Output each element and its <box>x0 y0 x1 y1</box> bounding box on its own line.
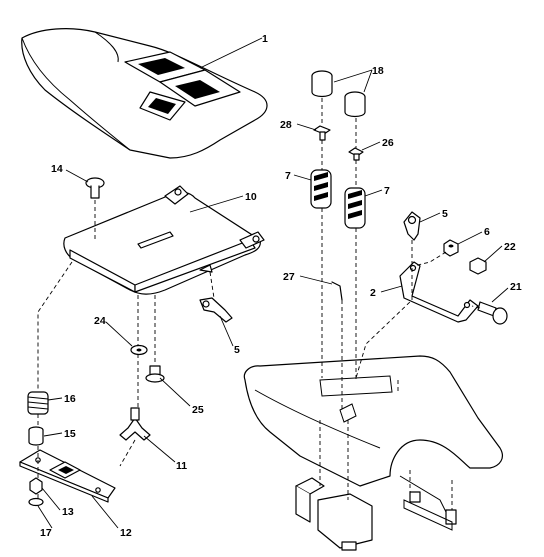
callout-27: 27 <box>283 271 295 283</box>
clip-upper <box>403 211 421 241</box>
retainer-right <box>348 147 364 161</box>
nut-upper <box>443 239 459 257</box>
callout-10: 10 <box>245 191 257 203</box>
callout-15: 15 <box>64 428 76 440</box>
callout-1: 1 <box>262 33 268 45</box>
spring-upper-right <box>344 187 366 229</box>
callout-17: 17 <box>40 527 52 539</box>
callout-11: 11 <box>176 460 187 472</box>
callout-14: 14 <box>51 163 63 175</box>
assembly-lines-left <box>37 200 215 500</box>
callout-21: 21 <box>510 281 522 293</box>
washer <box>130 344 148 356</box>
callout-7-left: 7 <box>285 170 291 182</box>
callout-18: 18 <box>372 65 384 77</box>
nut <box>29 477 43 495</box>
callout-28: 28 <box>280 119 292 131</box>
retainer-left <box>313 125 331 141</box>
callout-labels: 1 18 28 26 7 7 14 10 5 6 22 27 2 21 24 5… <box>40 33 522 539</box>
clip-lower <box>199 297 233 323</box>
spring-left <box>27 391 49 415</box>
callout-16: 16 <box>64 393 76 405</box>
callout-22: 22 <box>504 241 516 253</box>
spacer <box>28 426 44 446</box>
flange-nut <box>469 257 487 275</box>
rod <box>331 281 343 301</box>
frame-base <box>295 477 457 551</box>
seat-knob <box>85 177 105 199</box>
spring-upper-left <box>310 169 332 209</box>
callout-24: 24 <box>94 315 106 327</box>
callout-2: 2 <box>370 287 376 299</box>
adjust-knob <box>119 407 151 441</box>
bolt <box>145 365 165 383</box>
callout-7-right: 7 <box>384 185 390 197</box>
callout-6: 6 <box>484 226 490 238</box>
bushing-right <box>344 91 366 118</box>
seat <box>21 28 268 159</box>
bushing-left <box>311 70 333 98</box>
assembly-lines-right <box>319 98 481 510</box>
callout-12: 12 <box>120 527 132 539</box>
callout-13: 13 <box>62 506 74 518</box>
bolt-right <box>477 301 508 325</box>
seat-pad-pattern <box>124 51 241 121</box>
callout-25: 25 <box>192 404 204 416</box>
callout-5-upper: 5 <box>442 208 448 220</box>
frame <box>243 355 503 521</box>
seat-pan <box>63 185 265 295</box>
leader-lines <box>37 37 509 529</box>
lock-washer <box>28 497 44 507</box>
callout-5-lower: 5 <box>234 344 240 356</box>
callout-26: 26 <box>382 137 394 149</box>
slide-plate <box>19 449 116 503</box>
